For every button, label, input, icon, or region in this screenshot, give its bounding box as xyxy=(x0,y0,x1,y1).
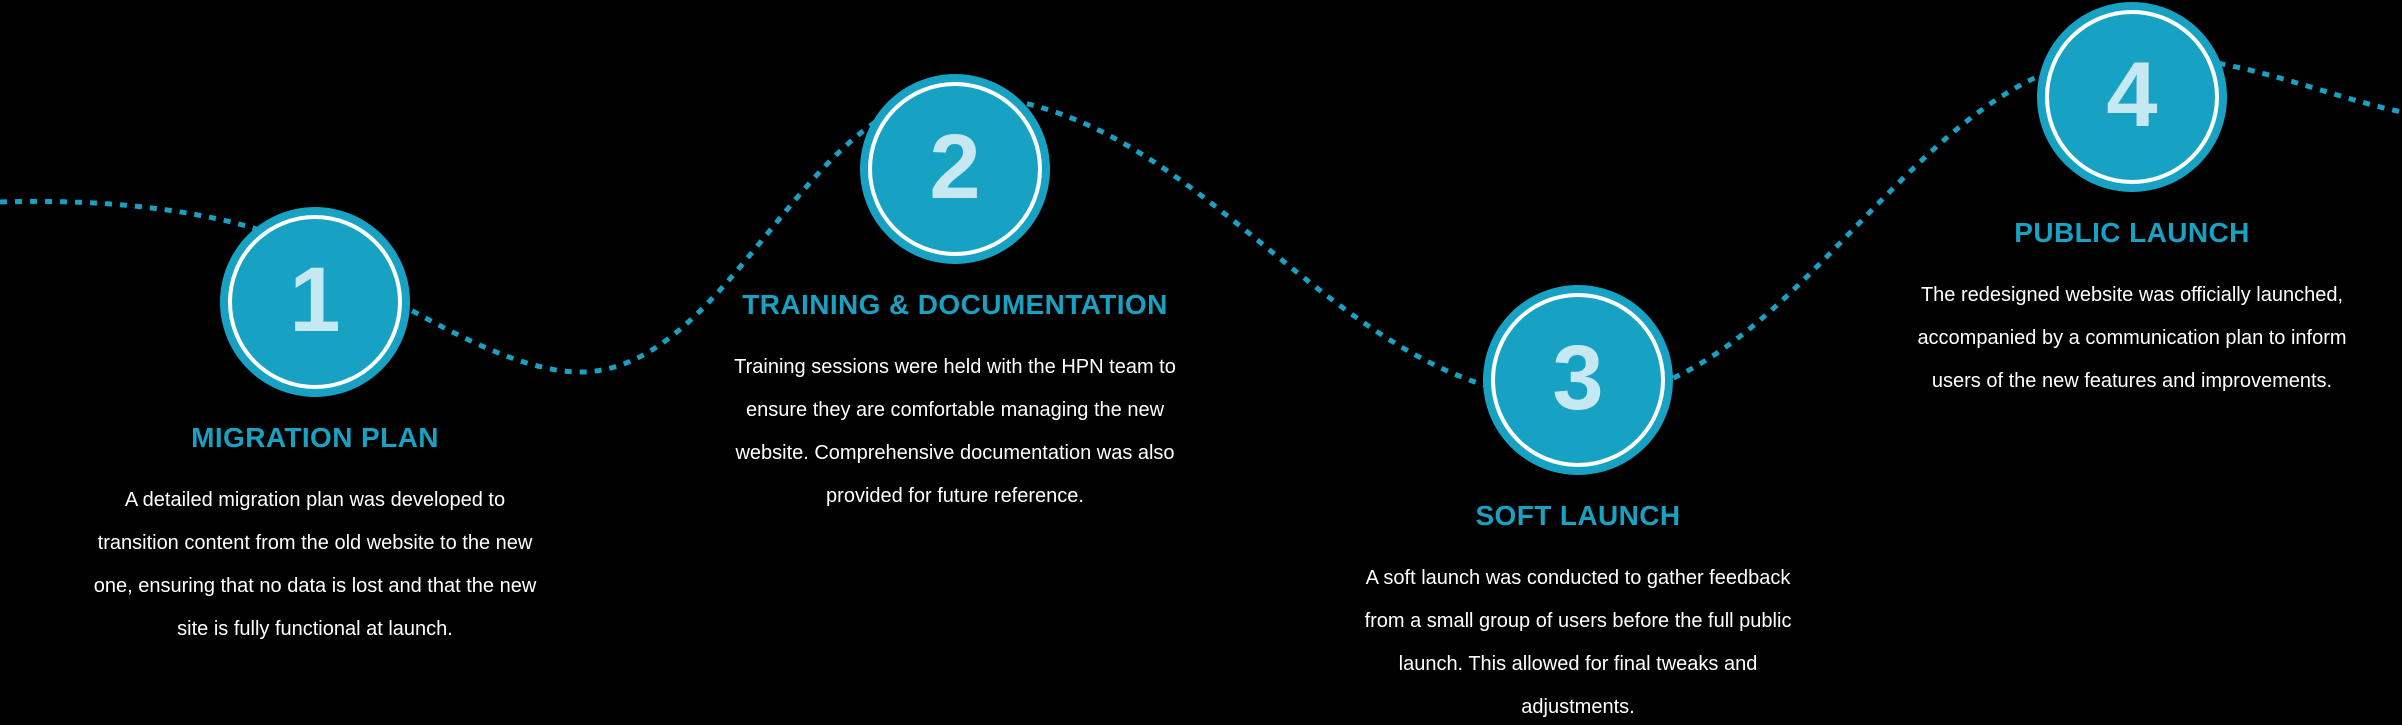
step-title: PUBLIC LAUNCH xyxy=(2014,217,2250,248)
step-number: 2 xyxy=(929,116,981,218)
timeline-step-public-launch: 4 PUBLIC LAUNCH The redesigned website w… xyxy=(1872,2,2392,403)
step-description: A detailed migration plan was developed … xyxy=(93,489,537,640)
timeline-dashed-path xyxy=(0,52,2402,403)
timeline-step-soft-launch: 3 SOFT LAUNCH A soft launch was conducte… xyxy=(1318,285,1838,725)
step-description: A soft launch was conducted to gather fe… xyxy=(1364,567,1792,718)
timeline-step-training-documentation: 2 TRAINING & DOCUMENTATION Training sess… xyxy=(695,74,1215,518)
step-title: TRAINING & DOCUMENTATION xyxy=(742,289,1168,320)
step-description: The redesigned website was officially la… xyxy=(1917,284,2347,392)
step-circle-3: 3 xyxy=(1483,285,1673,475)
step-number: 4 xyxy=(2106,44,2158,146)
step-circle-2: 2 xyxy=(860,74,1050,264)
step-title: SOFT LAUNCH xyxy=(1475,500,1681,531)
step-circle-4: 4 xyxy=(2037,2,2227,192)
timeline-step-migration-plan: 1 MIGRATION PLAN A detailed migration pl… xyxy=(55,207,575,651)
step-description: Training sessions were held with the HPN… xyxy=(734,356,1176,507)
step-title: MIGRATION PLAN xyxy=(191,422,439,453)
step-number: 1 xyxy=(289,249,341,351)
step-number: 3 xyxy=(1552,327,1604,429)
step-circle-1: 1 xyxy=(220,207,410,397)
